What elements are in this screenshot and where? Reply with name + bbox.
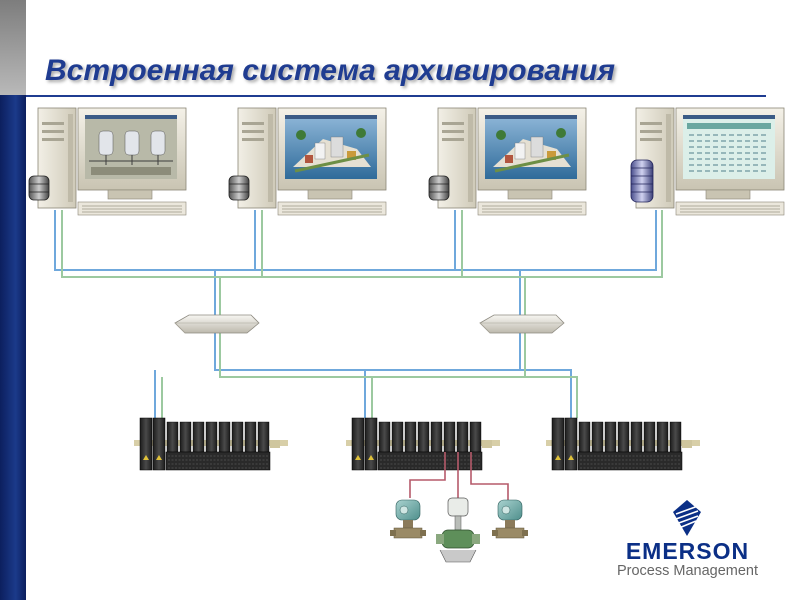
logo-division: Process Management bbox=[616, 563, 759, 579]
workstation-icon bbox=[237, 107, 387, 216]
disk-stack-icon bbox=[630, 159, 654, 203]
field-wiring bbox=[409, 452, 509, 500]
network-switch-icon bbox=[479, 314, 565, 334]
disk-stack-icon bbox=[28, 175, 50, 201]
disk-stack-icon bbox=[228, 175, 250, 201]
title-underline bbox=[26, 95, 766, 97]
process-screen bbox=[85, 115, 177, 179]
disk-stack-icon bbox=[428, 175, 450, 201]
network-switch-icon bbox=[174, 314, 260, 334]
transmitter-icon bbox=[389, 499, 427, 539]
network-cabling bbox=[54, 210, 663, 418]
sidebar-accent-gray bbox=[0, 0, 26, 95]
slide-title: Встроенная система архивирования bbox=[45, 54, 616, 87]
controller-rack-icon bbox=[133, 417, 289, 471]
controller-rack-icon bbox=[545, 417, 701, 471]
workstation-icon bbox=[437, 107, 587, 216]
controller-rack-icon bbox=[345, 417, 501, 471]
plant-overview-screen bbox=[283, 113, 379, 181]
workstation-icon bbox=[37, 107, 187, 216]
plant-overview-screen bbox=[483, 113, 579, 181]
control-valve-icon bbox=[436, 497, 480, 563]
workstation-icon bbox=[635, 107, 785, 216]
historian-screen bbox=[683, 115, 775, 179]
transmitter-icon bbox=[491, 499, 529, 539]
sidebar-accent-navy bbox=[0, 95, 26, 600]
emerson-logo: EMERSON Process Management bbox=[605, 500, 770, 590]
logo-company: EMERSON bbox=[625, 538, 750, 564]
emerson-logo-icon bbox=[673, 500, 701, 536]
